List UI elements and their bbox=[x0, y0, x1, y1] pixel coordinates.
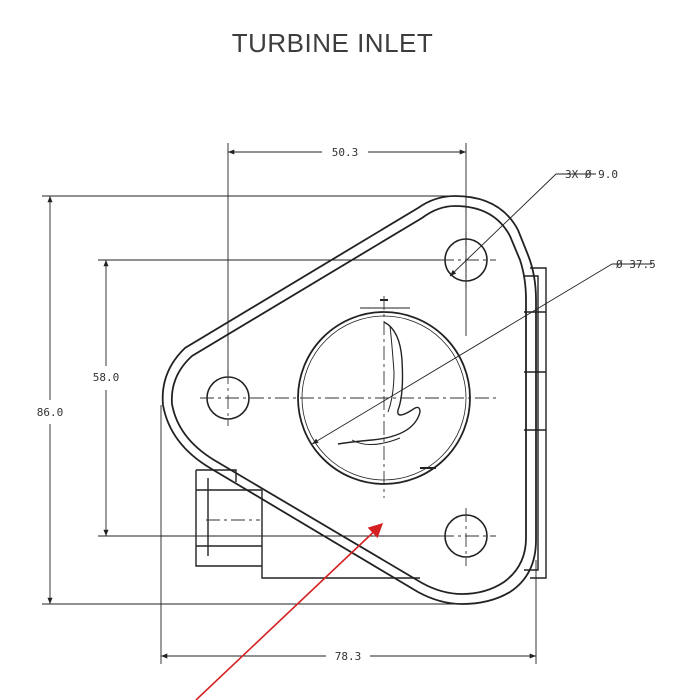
flange-outline bbox=[161, 195, 537, 605]
dim-hole-spacing: 58.0 bbox=[93, 371, 120, 384]
drawing-title: TURBINE INLET bbox=[231, 28, 434, 58]
dimension-lines bbox=[47, 149, 652, 659]
dim-bottom-width: 78.3 bbox=[335, 650, 362, 663]
extension-lines bbox=[42, 143, 537, 664]
dim-top-width: 50.3 bbox=[332, 146, 359, 159]
dim-total-height: 86.0 bbox=[37, 406, 64, 419]
center-lines bbox=[200, 232, 500, 566]
dim-hole-callout: 3X Ø 9.0 bbox=[565, 168, 618, 181]
dim-port-diameter: Ø 37.5 bbox=[616, 258, 656, 271]
rear-housing bbox=[195, 267, 547, 579]
red-pointer-arrow bbox=[195, 523, 384, 700]
